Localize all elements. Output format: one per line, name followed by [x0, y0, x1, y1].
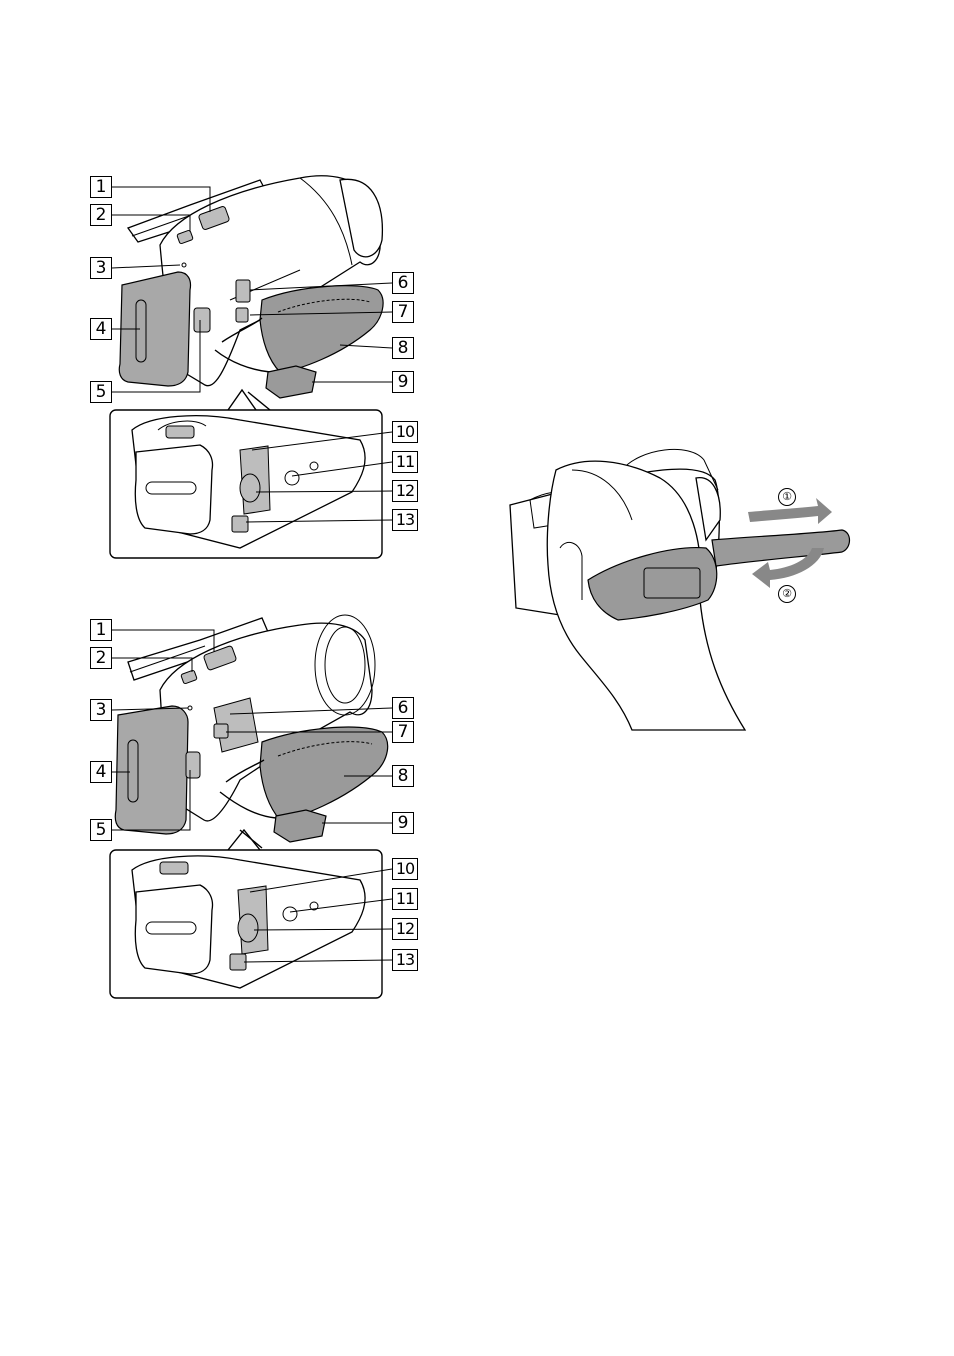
- callout-6-top: 6: [392, 272, 414, 294]
- callout-8-bottom: 8: [392, 765, 414, 787]
- callout-6-bottom: 6: [392, 697, 414, 719]
- callout-9-top: 9: [392, 371, 414, 393]
- callout-1-bottom: 1: [90, 619, 112, 641]
- callout-5-bottom: 5: [90, 819, 112, 841]
- step-2-marker: ②: [778, 585, 796, 603]
- callout-9-bottom: 9: [392, 812, 414, 834]
- callout-12-top: 12: [392, 480, 418, 502]
- step-1-marker: ①: [778, 488, 796, 506]
- callout-4-top: 4: [90, 318, 112, 340]
- callout-13-top: 13: [392, 509, 418, 531]
- callout-3-top: 3: [90, 257, 112, 279]
- camcorder-top-drawing: [110, 176, 392, 558]
- callout-5-top: 5: [90, 381, 112, 403]
- callout-2-top: 2: [90, 204, 112, 226]
- callout-10-top: 10: [392, 421, 418, 443]
- camcorder-bottom-drawing: [110, 615, 392, 998]
- callout-8-top: 8: [392, 337, 414, 359]
- callout-7-top: 7: [392, 301, 414, 323]
- hand-strap-drawing: [510, 449, 850, 730]
- callout-4-bottom: 4: [90, 761, 112, 783]
- callout-7-bottom: 7: [392, 721, 414, 743]
- callout-12-bottom: 12: [392, 918, 418, 940]
- callout-3-bottom: 3: [90, 699, 112, 721]
- callout-11-bottom: 11: [392, 888, 418, 910]
- callout-10-bottom: 10: [392, 858, 418, 880]
- callout-11-top: 11: [392, 451, 418, 473]
- callout-2-bottom: 2: [90, 647, 112, 669]
- callout-13-bottom: 13: [392, 949, 418, 971]
- callout-1-top: 1: [90, 176, 112, 198]
